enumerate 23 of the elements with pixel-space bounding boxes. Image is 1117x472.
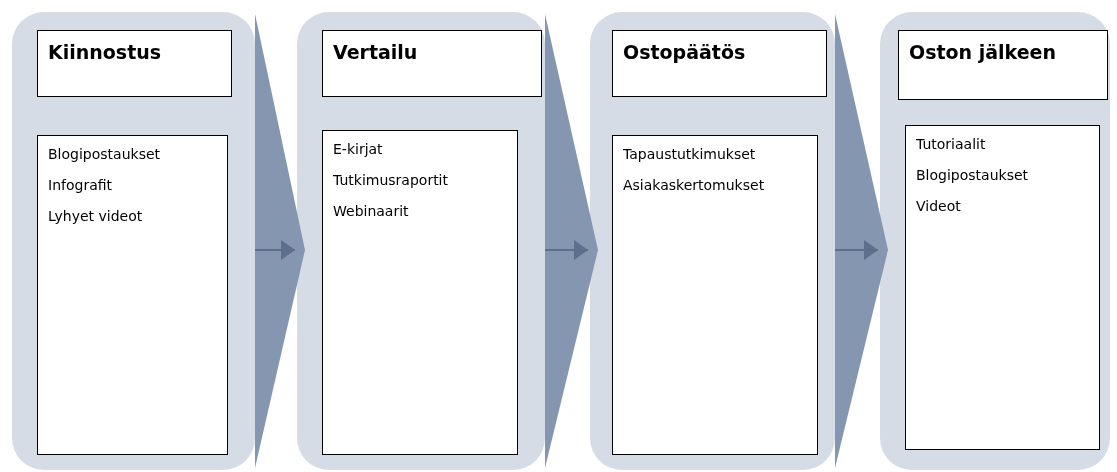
stage-panel bbox=[12, 12, 255, 470]
stage-title: Ostopäätös bbox=[612, 30, 827, 97]
content-list-box bbox=[905, 125, 1100, 450]
stage-title: Vertailu bbox=[322, 30, 542, 97]
list-item: Infografit bbox=[48, 177, 114, 193]
list-item: Tutkimusraportit bbox=[333, 172, 449, 188]
list-item: Blogipostaukset bbox=[48, 146, 162, 162]
stage-title: Kiinnostus bbox=[37, 30, 232, 97]
list-item: Videot bbox=[916, 198, 962, 214]
list-item: Blogipostaukset bbox=[916, 167, 1030, 183]
list-item: Tapaustutkimukset bbox=[623, 146, 757, 162]
stage-panel bbox=[880, 12, 1110, 470]
list-item: Tutoriaalit bbox=[916, 136, 987, 152]
stage-panel bbox=[297, 12, 545, 470]
list-item: Asiakaskertomukset bbox=[623, 177, 766, 193]
list-item: E-kirjat bbox=[333, 141, 384, 157]
content-list-box bbox=[612, 135, 818, 455]
content-list-box bbox=[37, 135, 228, 455]
list-item: Webinaarit bbox=[333, 203, 410, 219]
content-list-box bbox=[322, 130, 518, 455]
list-item: Lyhyet videot bbox=[48, 208, 144, 224]
stage-panel bbox=[590, 12, 835, 470]
stage-title: Oston jälkeen bbox=[898, 30, 1108, 100]
